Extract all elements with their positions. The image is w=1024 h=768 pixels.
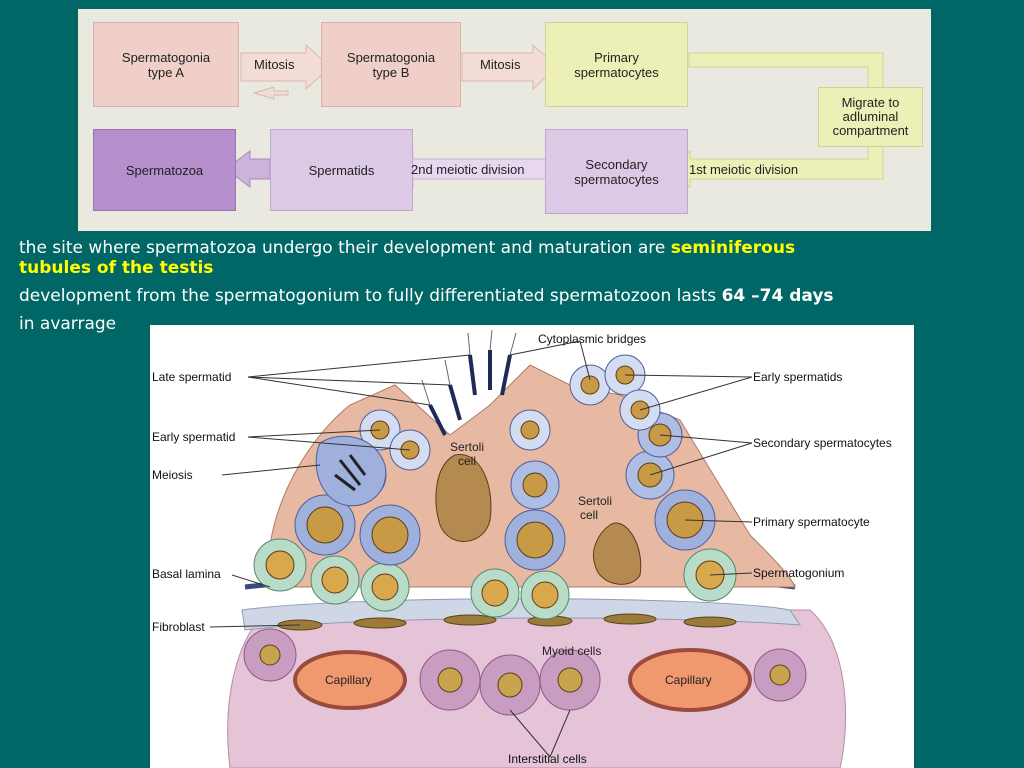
late-spermatid [468,354,477,396]
label-capillary-right: Capillary [665,673,712,687]
text-line-2-plain: development from the spermatogonium to f… [19,286,722,306]
histology-svg: Late spermatid Early spermatid Meiosis B… [152,329,892,768]
spermatogonium-nucleus [531,581,559,609]
box-primary-spermatocytes: Primary spermatocytes [545,22,688,107]
capillary-right [628,648,752,712]
chromosomes [334,454,367,492]
meiosis-dividing-cell [315,435,387,507]
text-line-1-highlight-a: seminiferous [670,238,796,258]
spermatogonium-nucleus [321,566,349,594]
myoid-cell [603,613,657,625]
text-line-2-bold: 64 –74 days [721,286,834,306]
sertoli-nucleus-1 [435,454,492,542]
label-spermatogonium: Spermatogonium [753,566,844,580]
label-cytoplasmic-bridges: Cytoplasmic bridges [538,332,646,346]
early-spermatid-nucleus [520,420,540,440]
box-spermatogonia-type-a: Spermatogonia type A [93,22,239,107]
label-mitosis-1: Mitosis [254,57,295,72]
interstitial-nucleus [259,644,281,666]
arrow-migrate-connector [688,52,884,90]
box-spermatozoa: Spermatozoa [93,129,236,211]
interstitial-nucleus [769,664,791,686]
late-spermatids [428,350,512,436]
spermatogonia [253,538,737,620]
spermatogenesis-flowchart: Spermatogonia type A Spermatogonia type … [78,9,931,231]
label-second-meiotic-division: 2nd meiotic division [411,162,525,177]
arrow-mitosis-1 [240,43,331,91]
text-line-3: in avarrage [19,314,117,334]
label-late-spermatid: Late spermatid [152,370,231,384]
primary-spermatocyte-nucleus [516,521,554,559]
label-interstitial-cells: Interstitial cells [508,752,587,766]
primary-spermatocyte-nucleus [371,516,409,554]
box-secondary-spermatocytes: Secondary spermatocytes [545,129,688,214]
myoid-cells [277,613,737,631]
sertoli-nucleus-2 [593,522,642,585]
myoid-cell [683,616,737,628]
seminiferous-tubule-illustration: Late spermatid Early spermatid Meiosis B… [150,325,914,768]
label-capillary-left: Capillary [325,673,372,687]
label-sertoli-cell-2a: Sertoli [578,494,612,508]
label-primary-spermatocyte: Primary spermatocyte [753,515,870,529]
label-mitosis-2: Mitosis [480,57,521,72]
text-line-1-highlight-b: tubules of the testis [19,258,214,278]
interstitial-nucleus [497,672,523,698]
interstitial-nucleus [437,667,463,693]
label-early-spermatid: Early spermatid [152,430,235,444]
secondary-spermatocyte-nucleus [522,472,548,498]
label-sertoli-cell-1a: Sertoli [450,440,484,454]
label-sertoli-cell-1b: cell [458,454,476,468]
myoid-cell [353,617,407,629]
box-spermatogonia-type-b: Spermatogonia type B [321,22,461,107]
arrow-spermatids-to-spermatozoa [225,150,271,188]
early-spermatid-nucleus [580,375,600,395]
capillary-left [293,650,407,710]
spermatogonium-nucleus [371,573,399,601]
interstitial-cells [243,628,807,716]
label-first-meiotic-division: 1st meiotic division [689,162,799,177]
text-line-1: the site where spermatozoa undergo their… [19,238,1009,278]
arrow-return-sg-a [252,86,289,100]
label-meiosis: Meiosis [152,468,193,482]
box-migrate-adluminal: Migrate to adluminal compartment [818,87,923,147]
leader-lines [209,340,753,758]
label-basal-lamina: Basal lamina [152,567,221,581]
label-early-spermatids: Early spermatids [753,370,842,384]
late-spermatid [448,384,462,421]
label-fibroblast: Fibroblast [152,620,205,634]
myoid-cell [443,614,497,626]
label-secondary-spermatocytes: Secondary spermatocytes [753,436,892,450]
label-sertoli-cell-2b: cell [580,508,598,522]
text-line-2: development from the spermatogonium to f… [19,286,1009,306]
primary-spermatocyte-nucleus [306,506,344,544]
spermatogonium-nucleus [265,550,295,580]
box-spermatids: Spermatids [270,129,413,211]
spermatogonium-nucleus [481,579,509,607]
label-myoid-cells: Myoid cells [542,644,601,658]
interstitial-nucleus [557,667,583,693]
late-spermatid [428,404,447,436]
text-line-1-plain: the site where spermatozoa undergo their… [19,238,671,258]
late-spermatid [500,354,512,396]
